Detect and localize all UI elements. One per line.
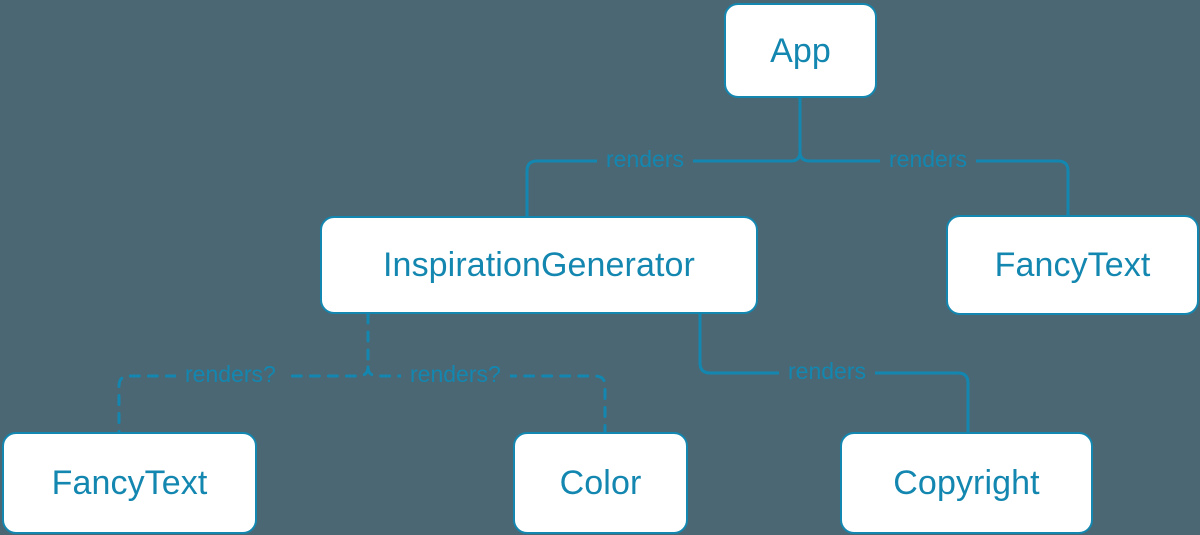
edge-label-inspirationgenerator-to-fancytext: renders? (176, 363, 285, 386)
node-fancytext-bottom[interactable]: FancyText (2, 432, 257, 534)
node-app[interactable]: App (724, 3, 877, 98)
node-label-fancytext-right: FancyText (994, 246, 1151, 284)
node-fancytext-right[interactable]: FancyText (946, 215, 1199, 315)
node-label-app: App (770, 31, 831, 70)
edge-label-inspirationgenerator-to-color: renders? (401, 363, 510, 386)
node-label-color: Color (559, 464, 642, 502)
edge-label-inspirationgenerator-to-copyright: renders (779, 360, 875, 383)
edge-label-app-to-inspirationgenerator: renders (597, 148, 693, 171)
node-label-copyright: Copyright (893, 464, 1040, 502)
node-color[interactable]: Color (513, 432, 688, 534)
node-label-fancytext-bottom: FancyText (51, 464, 208, 502)
edge-label-app-to-fancytext: renders (880, 148, 976, 171)
node-copyright[interactable]: Copyright (840, 432, 1093, 534)
node-label-inspirationgenerator: InspirationGenerator (383, 246, 695, 284)
node-inspirationgenerator[interactable]: InspirationGenerator (320, 216, 758, 314)
